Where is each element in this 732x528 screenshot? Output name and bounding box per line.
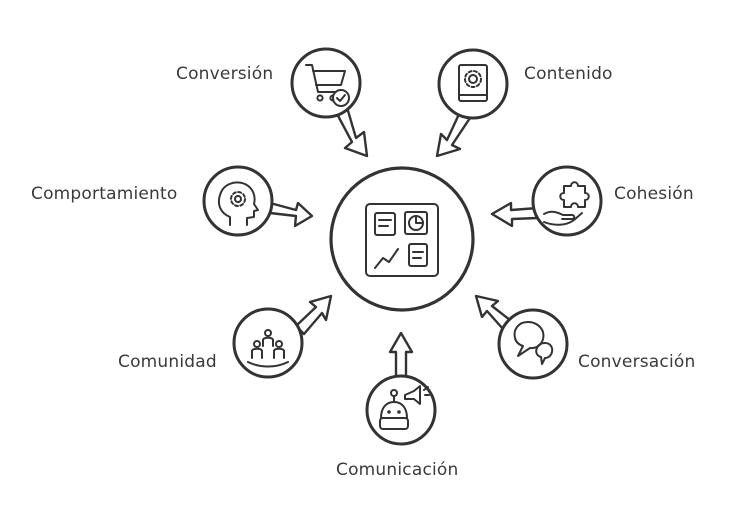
arrow-conversacion [474, 294, 512, 331]
head-gear-icon [217, 181, 259, 226]
node-conversion [290, 47, 362, 119]
speech-bubbles-icon [513, 321, 554, 365]
node-comunicacion [365, 374, 437, 446]
label-comunidad: Comunidad [118, 352, 217, 372]
shopping-cart-check-icon [305, 64, 350, 107]
node-comunidad [232, 307, 304, 379]
arrow-comportamiento [268, 201, 314, 228]
arrow-comunicacion [388, 331, 414, 380]
node-comportamiento [202, 165, 274, 237]
node-contenido [437, 48, 509, 120]
people-group-icon [247, 329, 289, 368]
robot-megaphone-icon [379, 385, 430, 430]
label-conversion: Conversión [176, 64, 274, 84]
book-gear-icon [458, 64, 488, 102]
node-cohesion [531, 165, 603, 237]
arrow-cohesion [490, 201, 540, 228]
label-cohesion: Cohesión [614, 184, 694, 204]
arrow-comunidad [294, 294, 333, 336]
label-conversacion: Conversación [578, 352, 696, 372]
label-contenido: Contenido [524, 64, 613, 84]
dashboard-icon [365, 203, 439, 277]
puzzle-hand-icon [543, 181, 590, 226]
node-conversacion [497, 308, 569, 380]
arrow-contenido [435, 110, 472, 158]
center-hub [329, 166, 475, 312]
label-comportamiento: Comportamiento [31, 184, 178, 204]
label-comunicacion: Comunicación [336, 460, 459, 480]
